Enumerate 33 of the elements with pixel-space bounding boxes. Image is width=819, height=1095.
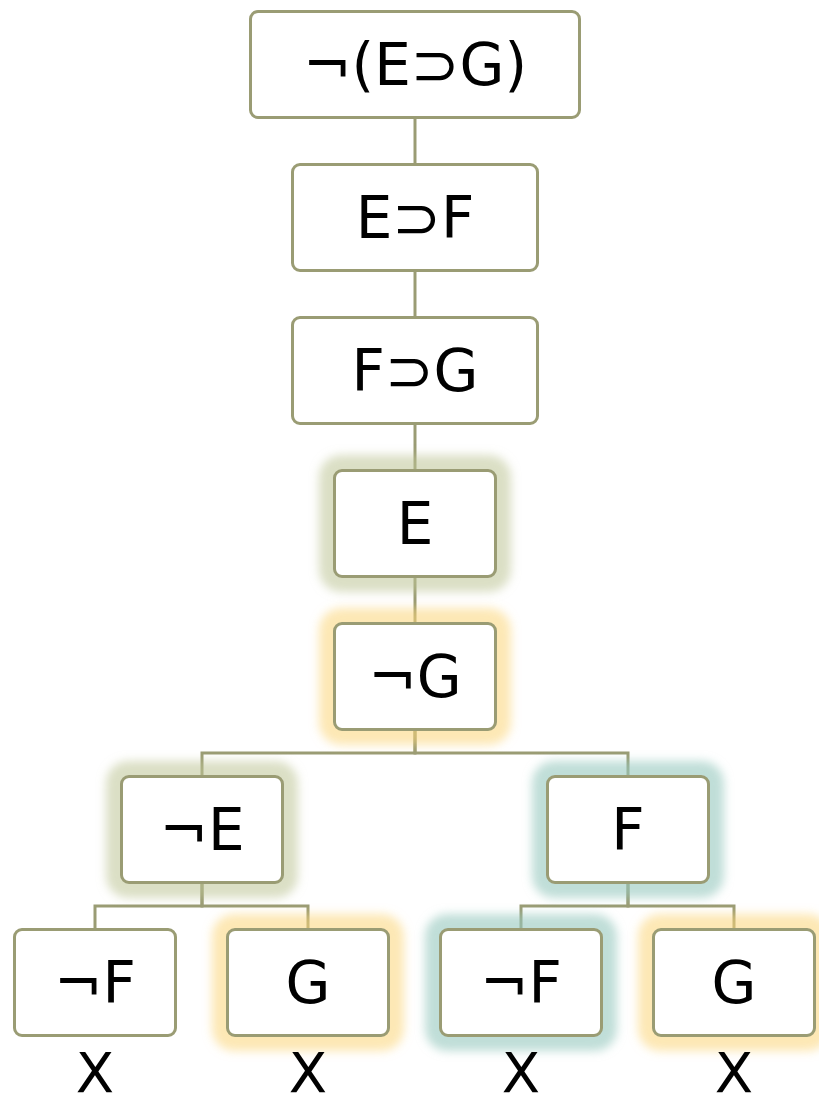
formula-text: ¬E <box>159 800 245 859</box>
tree-branch <box>413 119 417 163</box>
closed-branch-mark: X <box>714 1045 754 1095</box>
formula-box <box>120 775 284 884</box>
formula-box <box>226 928 390 1037</box>
tree-branch <box>200 884 310 928</box>
formula-text: F⊃G <box>351 341 479 400</box>
formula-text: E⊃F <box>355 188 475 247</box>
formula-box <box>291 163 539 272</box>
formula-box <box>291 316 539 425</box>
formula-box <box>333 469 497 578</box>
tree-branch <box>413 731 630 775</box>
formula-box <box>546 775 710 884</box>
formula-text: ¬F <box>480 953 562 1012</box>
formula-text: G <box>711 953 757 1012</box>
formula-text: G <box>285 953 331 1012</box>
closed-branch-mark: X <box>75 1045 115 1095</box>
formula-box <box>652 928 816 1037</box>
tree-branch <box>413 425 417 469</box>
formula-box <box>249 10 581 119</box>
formula-text: E <box>396 494 434 553</box>
formula-box <box>333 622 497 731</box>
closed-branch-mark: X <box>288 1045 328 1095</box>
formula-text: ¬G <box>368 647 462 706</box>
formula-text: F <box>611 800 645 859</box>
formula-box <box>439 928 603 1037</box>
closed-branch-mark: X <box>501 1045 541 1095</box>
formula-text: ¬(E⊃G) <box>302 35 527 94</box>
tree-branch <box>413 272 417 316</box>
formula-box <box>13 928 177 1037</box>
tree-branch <box>413 578 417 622</box>
tree-branch <box>626 884 736 928</box>
formula-text: ¬F <box>54 953 136 1012</box>
